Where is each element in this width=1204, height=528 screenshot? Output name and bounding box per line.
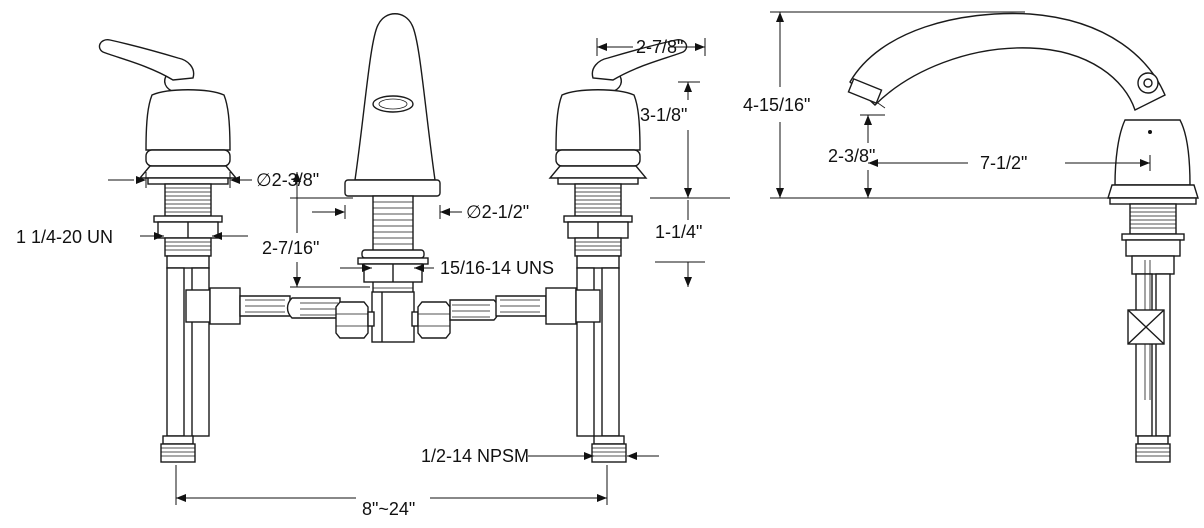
supply-hoses bbox=[185, 287, 601, 339]
dim-inlet-thread: 1/2-14 NPSM bbox=[421, 446, 529, 466]
dim-handle-shank: 1-1/4" bbox=[655, 222, 702, 242]
spout bbox=[344, 13, 441, 343]
dimension-lines bbox=[108, 11, 1190, 505]
dim-handle-spread: 2-7/8" bbox=[636, 37, 683, 57]
dim-spout-reach: 7-1/2" bbox=[980, 153, 1027, 173]
right-inlet bbox=[591, 435, 627, 463]
left-inlet bbox=[160, 435, 196, 463]
dim-handle-height: 3-1/8" bbox=[640, 105, 687, 125]
dim-spout-shank: 2-7/16" bbox=[262, 238, 319, 258]
dim-spout-base-dia: ∅2-1/2" bbox=[466, 202, 529, 222]
dim-spout-clearance: 2-3/8" bbox=[828, 146, 875, 166]
dim-handle-thread: 1 1/4-20 UN bbox=[16, 227, 113, 247]
dim-spout-thread: 15/16-14 UNS bbox=[440, 258, 554, 278]
left-handle bbox=[98, 39, 237, 437]
dim-center-spread: 8"~24" bbox=[362, 499, 415, 519]
side-view bbox=[847, 12, 1199, 463]
dim-handle-base-dia: ∅2-3/8" bbox=[256, 170, 319, 190]
dim-overall-height: 4-15/16" bbox=[743, 95, 810, 115]
